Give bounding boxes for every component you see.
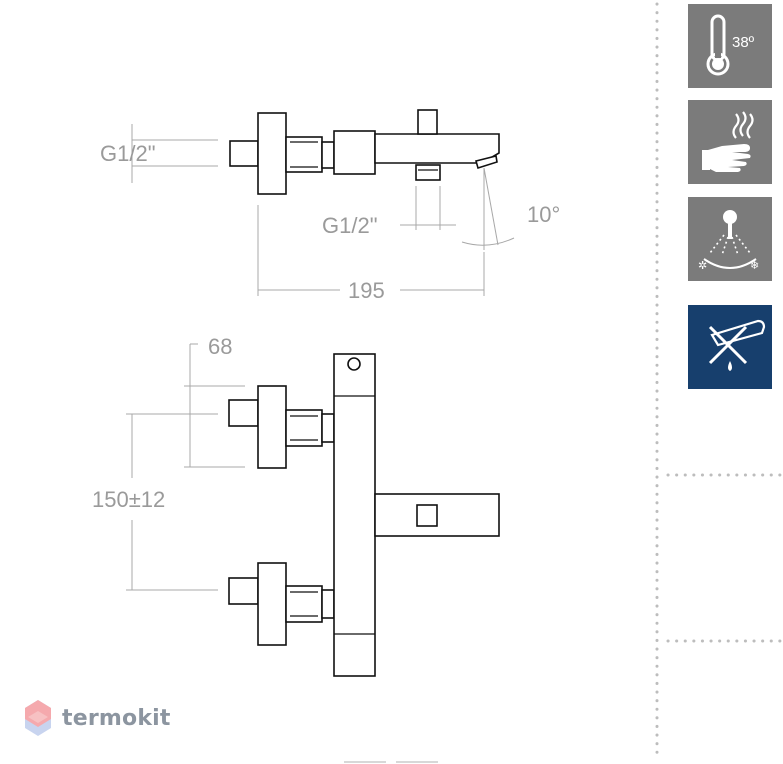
logo-hexagon-icon bbox=[25, 700, 51, 736]
svg-text:✲: ✲ bbox=[698, 259, 707, 272]
diverter-front bbox=[416, 504, 438, 527]
inlet-nipple bbox=[229, 140, 259, 167]
dim-centers: 150±12 bbox=[92, 413, 218, 591]
dim-thread-top: G1/2" bbox=[100, 124, 218, 183]
thermostatic-38-badge: 38º bbox=[688, 4, 772, 88]
mixer-body-front bbox=[333, 353, 376, 677]
svg-text:❄: ❄ bbox=[750, 259, 759, 272]
hot-water-badge bbox=[688, 100, 772, 184]
aerator bbox=[475, 155, 498, 170]
wall-flange bbox=[257, 112, 287, 195]
centers-label: 150±12 bbox=[92, 487, 165, 512]
angle-label: 10° bbox=[527, 202, 560, 227]
no-limescale-badge bbox=[688, 305, 772, 389]
temperature-label: 38º bbox=[732, 34, 755, 51]
body-offset-label: 68 bbox=[208, 334, 232, 359]
dim-body-offset: 68 bbox=[184, 334, 245, 468]
logo-text: termokit bbox=[62, 705, 171, 731]
shower-temperature-icon: ✲ ❄ bbox=[688, 197, 772, 281]
upper-nipple bbox=[228, 399, 259, 427]
eccentric-nut bbox=[285, 136, 323, 173]
dim-angle: 10° bbox=[461, 167, 560, 250]
thread-top-label: G1/2" bbox=[100, 141, 156, 166]
shower-outlet bbox=[415, 164, 441, 181]
no-limescale-icon bbox=[688, 305, 772, 389]
hot-water-hand-icon bbox=[688, 100, 772, 184]
lower-flange bbox=[257, 562, 287, 646]
dotted-separators bbox=[655, 2, 782, 762]
spout bbox=[374, 133, 500, 164]
lower-nipple bbox=[228, 577, 259, 605]
thread-spout-label: G1/2" bbox=[322, 213, 378, 238]
dim-total-length: 195 bbox=[257, 205, 485, 303]
total-length-label: 195 bbox=[348, 278, 385, 303]
front-view: 68 150±12 bbox=[92, 334, 500, 677]
termokit-logo: termokit bbox=[24, 699, 171, 737]
thermometer-icon: 38º bbox=[688, 4, 772, 88]
shower-temperature-badge: ✲ ❄ bbox=[688, 197, 772, 281]
dim-thread-spout: G1/2" bbox=[322, 186, 456, 238]
mixer-body bbox=[333, 130, 376, 175]
top-view: G1/2" G1/2" 10° bbox=[100, 109, 560, 303]
diverter-knob bbox=[417, 109, 438, 135]
upper-flange bbox=[257, 385, 287, 469]
temperature-limit-marker bbox=[347, 357, 361, 371]
